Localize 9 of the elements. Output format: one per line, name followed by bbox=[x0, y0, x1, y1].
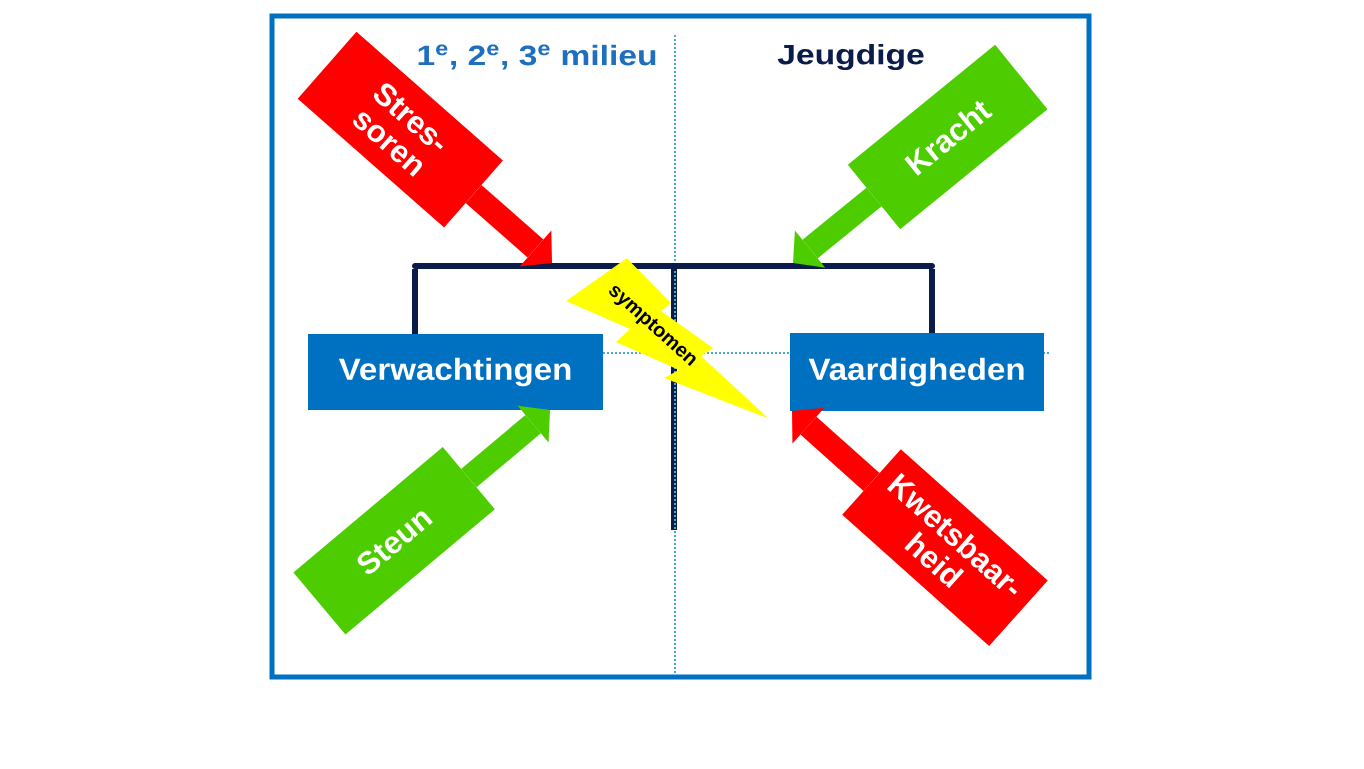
bracket-line bbox=[412, 269, 418, 334]
arrow bbox=[465, 185, 552, 267]
arrow bbox=[793, 187, 882, 268]
concept-box: Verwachtingen bbox=[308, 334, 603, 410]
concept-box: Vaardigheden bbox=[790, 333, 1044, 411]
arrow bbox=[792, 407, 880, 491]
arrow bbox=[461, 405, 550, 488]
bracket-line bbox=[929, 269, 936, 333]
balance-beam bbox=[412, 263, 935, 269]
